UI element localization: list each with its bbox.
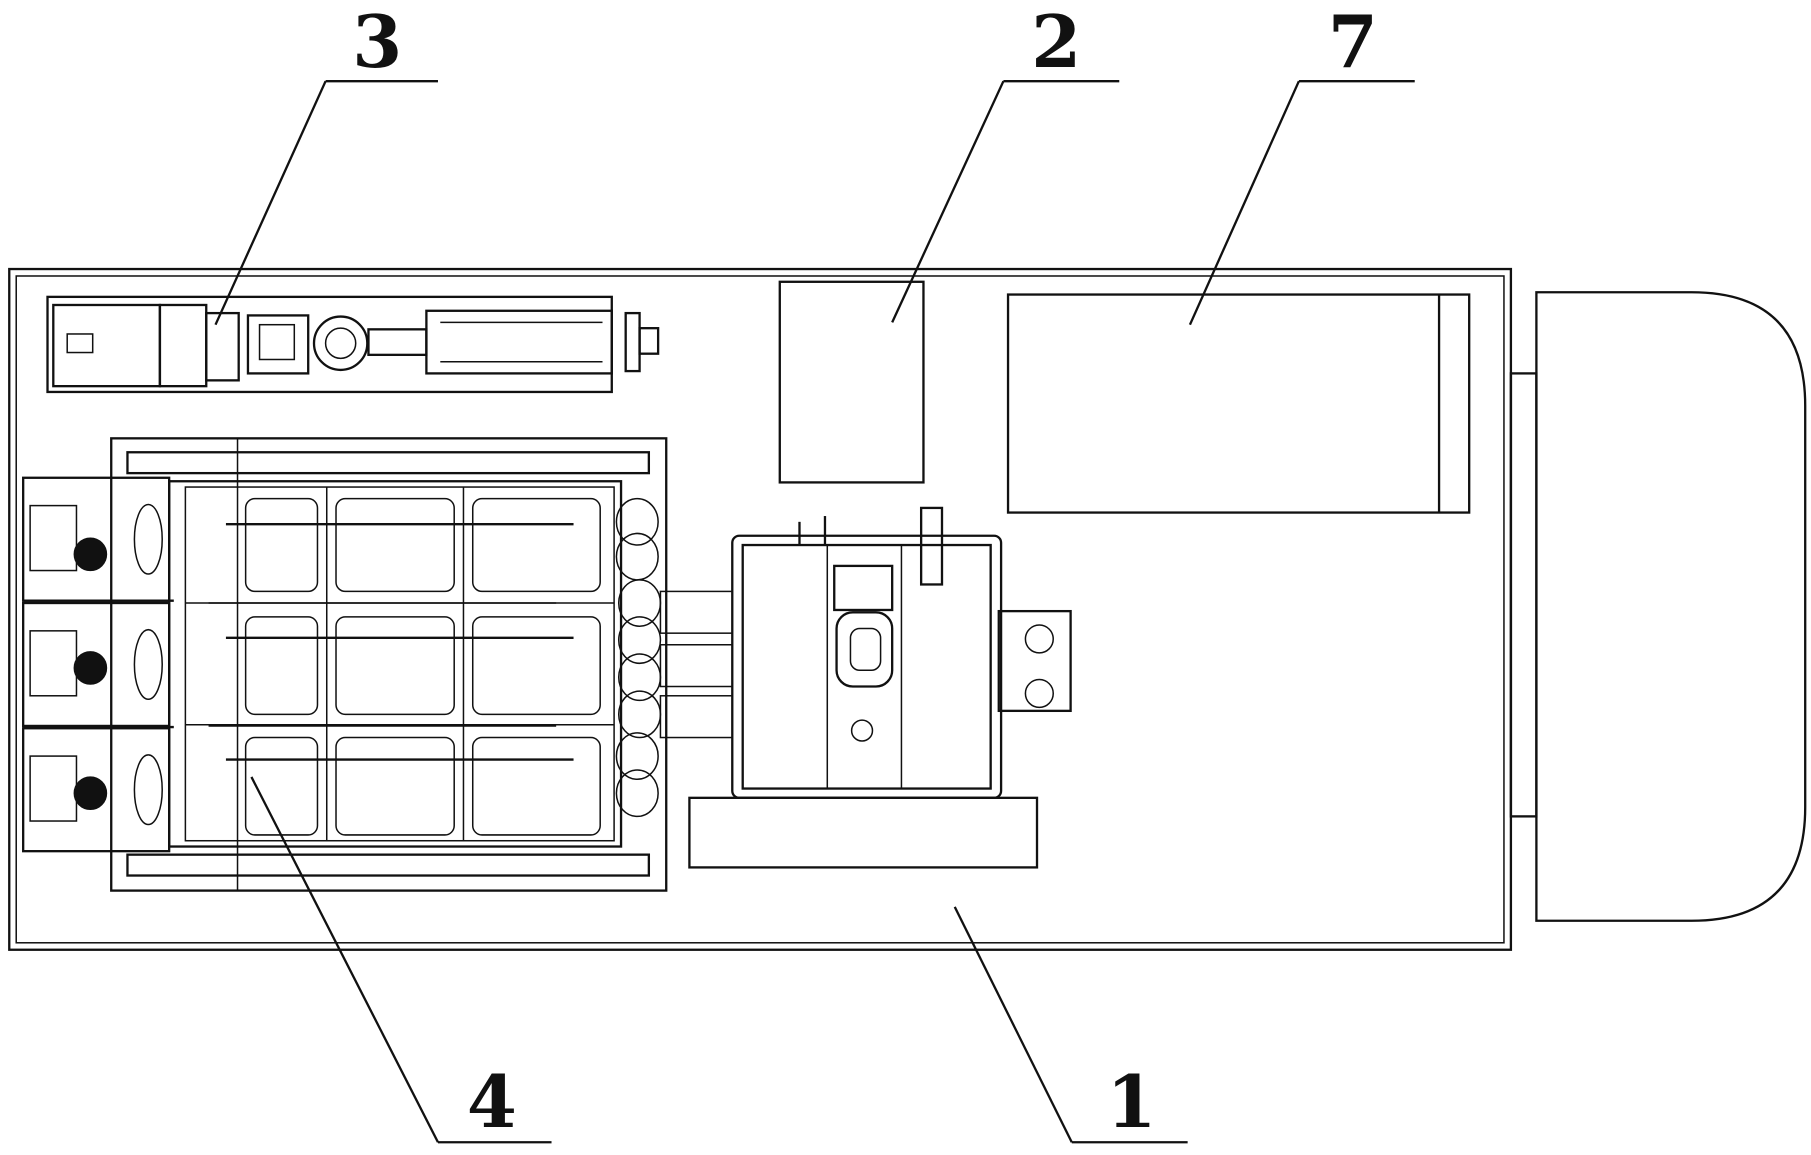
callout-label-4: 4 — [467, 1060, 517, 1144]
vehicle-cab — [1509, 291, 1807, 922]
callout-label-1: 1 — [1107, 1060, 1157, 1144]
cylinder-unit-4 — [22, 437, 734, 892]
callout-label-3: 3 — [352, 0, 402, 84]
callout-label-7: 7 — [1328, 0, 1378, 84]
callout-label-2: 2 — [1031, 0, 1081, 84]
leader-lines — [214, 80, 1415, 1144]
component-2-box — [778, 280, 925, 484]
component-7-box — [1006, 293, 1471, 514]
pump-assembly-3 — [46, 295, 660, 394]
central-machine — [688, 506, 1072, 869]
